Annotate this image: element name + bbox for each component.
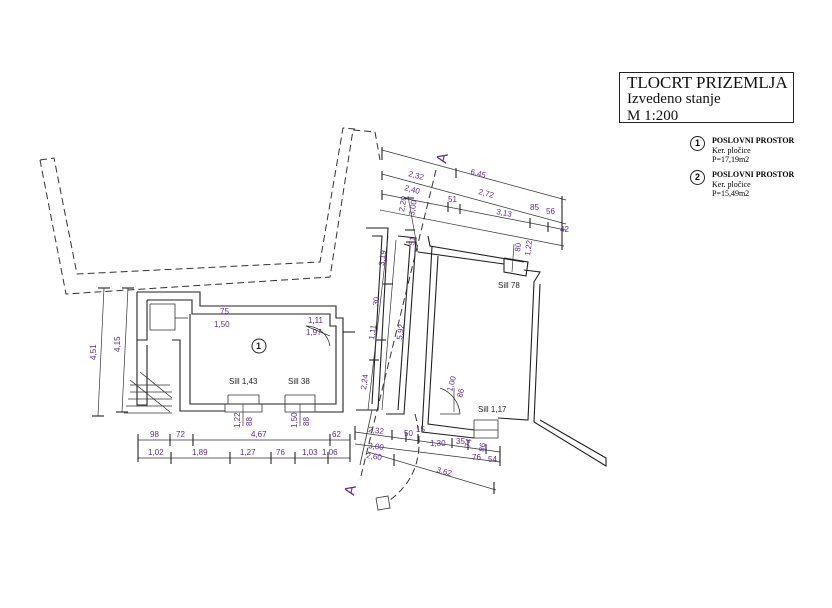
room-number: 1 xyxy=(256,341,261,351)
dim-label: 1,06 xyxy=(322,448,338,457)
dim-label: 56 xyxy=(546,207,555,216)
dim-label: 3,00 xyxy=(368,441,385,452)
dim-label: 30 xyxy=(371,296,381,307)
dim-label: 76 xyxy=(472,453,481,462)
dim-label: 74 xyxy=(463,437,474,448)
section-mark-bottom: A xyxy=(341,484,360,497)
dim-label: 4,15 xyxy=(113,336,122,352)
dim-label: 3,62 xyxy=(435,465,453,478)
dim-label: 1,50 xyxy=(214,320,230,329)
dim-label: 1,89 xyxy=(192,448,208,457)
sill-label: Sill 1,17 xyxy=(478,405,507,414)
dim-label: 3,00 xyxy=(407,199,419,216)
dim-label: 15 xyxy=(416,425,425,434)
dim-label: 86 xyxy=(455,387,466,398)
scale-text: M 1:200 xyxy=(627,108,679,124)
dim-label: 1,11 xyxy=(367,324,378,341)
legend-area: P=15,49m2 xyxy=(712,189,750,198)
legend-room-name: POSLOVNI PROSTOR xyxy=(712,170,795,179)
dimension-labels: 6,45 2,32 2,72 2,40 51 3,13 85 56 42 2,2… xyxy=(89,167,569,478)
dim-label: 1,30 xyxy=(430,439,446,448)
dim-label: 2,32 xyxy=(368,425,385,436)
sill-label: Sill 38 xyxy=(288,377,310,386)
dim-label: 51 xyxy=(448,195,457,204)
section-mark-top: A xyxy=(433,152,452,165)
dim-label: 1,22 xyxy=(523,239,534,256)
dim-label: 1,22 xyxy=(233,412,242,428)
dim-label: 75 xyxy=(220,307,229,316)
legend-number: 2 xyxy=(690,170,705,185)
dim-label: 72 xyxy=(176,430,185,439)
room-1-walls xyxy=(136,291,355,413)
dim-label: 1,00 xyxy=(445,375,458,393)
dim-label: 51 xyxy=(407,235,418,246)
entrance xyxy=(359,409,420,511)
legend-finish: Ker. pločice xyxy=(712,146,751,155)
dim-label: 2,60 xyxy=(366,451,383,462)
legend-area: P=17,19m2 xyxy=(712,155,750,164)
dim-label: 1,03 xyxy=(302,448,318,457)
dim-label: 76 xyxy=(276,448,285,457)
dim-label: 1,11 xyxy=(308,316,324,325)
dim-label: 85 xyxy=(530,203,539,212)
dim-label: 2,24 xyxy=(359,373,370,390)
dim-label: 4,51 xyxy=(89,344,98,360)
dim-label: 2,40 xyxy=(403,183,421,196)
dim-label: 1,02 xyxy=(148,448,164,457)
dim-label: 1,50 xyxy=(290,412,299,428)
dim-label: 2,32 xyxy=(407,169,425,182)
subtitle-text: Izvedeno stanje xyxy=(627,91,721,107)
dim-label: 1,97 xyxy=(306,328,322,337)
sill-labels: Sill 1,43 Sill 38 Sill 78 Sill 1,17 xyxy=(229,281,520,414)
dim-label: 88 xyxy=(245,417,254,426)
room-1-marker: 1 xyxy=(251,338,267,354)
dim-label: 54 xyxy=(488,455,497,464)
dim-label: 35 xyxy=(456,437,465,446)
dim-label: 2,20 xyxy=(397,195,409,212)
dim-label: 80 xyxy=(513,242,523,253)
dim-label: 50 xyxy=(404,429,413,438)
sill-label: Sill 78 xyxy=(498,281,520,290)
dim-label: 5,92 xyxy=(395,323,406,340)
dim-label: 1,27 xyxy=(240,448,256,457)
dim-label: 6,45 xyxy=(469,167,487,180)
dim-label: 4,67 xyxy=(251,430,267,439)
dim-label: 88 xyxy=(302,417,311,426)
dim-label: 3,13 xyxy=(496,207,514,219)
dim-label: 2,72 xyxy=(477,187,495,200)
room-2-walls xyxy=(421,245,607,467)
legend-finish: Ker. pločice xyxy=(712,180,751,189)
dim-label: 86 xyxy=(477,441,488,452)
dimension-lines xyxy=(92,147,567,494)
title-block: TLOCRT PRIZEMLJA Izvedeno stanje M 1:200 xyxy=(619,72,794,124)
legend-room-name: POSLOVNI PROSTOR xyxy=(712,136,795,145)
dim-label: 98 xyxy=(150,430,159,439)
dim-label: 3,19 xyxy=(377,249,388,266)
corridor-walls xyxy=(356,227,525,415)
legend-number: 1 xyxy=(690,136,705,151)
dim-label: 62 xyxy=(332,430,341,439)
stair-hatch xyxy=(124,371,173,414)
title-text: TLOCRT PRIZEMLJA xyxy=(627,73,788,92)
sill-label: Sill 1,43 xyxy=(229,377,258,386)
site-boundary xyxy=(39,127,381,295)
dim-label: 42 xyxy=(560,225,569,234)
